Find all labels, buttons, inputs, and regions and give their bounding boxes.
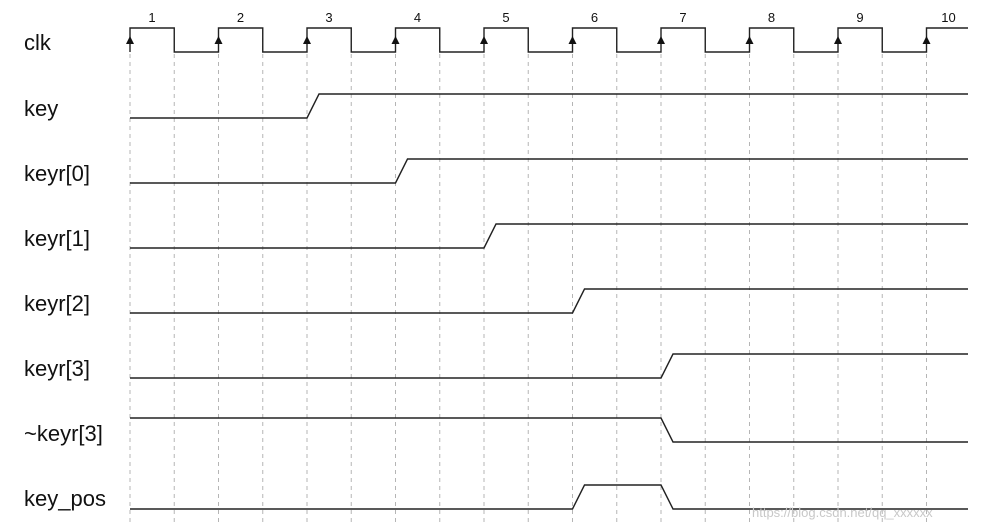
rising-edge-arrow-2 (214, 36, 223, 44)
cycle-label-9: 9 (856, 10, 863, 25)
rising-edge-arrow-6 (568, 36, 577, 44)
watermark-text: https://blog.csdn.net/qq_xxxxxx (752, 505, 933, 520)
signal-waveform-3 (130, 223, 968, 249)
rising-edge-arrow-1 (126, 36, 134, 44)
cycle-guide-lines (129, 30, 927, 523)
signal-label-4: keyr[2] (24, 291, 90, 316)
signal-label-3: keyr[1] (24, 226, 90, 251)
signal-waveform-5 (130, 353, 968, 379)
cycle-label-2: 2 (237, 10, 244, 25)
rising-edge-arrow-4 (391, 36, 400, 44)
rising-edge-arrow-8 (745, 36, 754, 44)
signal-waveform-7 (130, 484, 968, 510)
signal-label-6: ~keyr[3] (24, 421, 103, 446)
signal-label-7: key_pos (24, 486, 106, 511)
signal-waveform-4 (130, 288, 968, 314)
cycle-label-5: 5 (502, 10, 509, 25)
rising-edge-arrow-10 (922, 36, 931, 44)
rising-edge-arrow-9 (834, 36, 842, 44)
rising-edge-arrow-5 (480, 36, 488, 44)
cycle-label-8: 8 (768, 10, 775, 25)
signal-waveform-2 (130, 158, 968, 184)
signal-label-5: keyr[3] (24, 356, 90, 381)
cycle-label-1: 1 (148, 10, 155, 25)
cycle-label-10: 10 (941, 10, 955, 25)
signal-label-clk: clk (24, 30, 52, 55)
clk-waveform (129, 27, 968, 53)
signal-waveform-6 (130, 417, 968, 443)
cycle-label-6: 6 (591, 10, 598, 25)
cycle-label-4: 4 (414, 10, 421, 25)
cycle-label-3: 3 (325, 10, 332, 25)
rising-edge-arrow-7 (657, 36, 665, 44)
signal-label-2: keyr[0] (24, 161, 90, 186)
signal-waveform-1 (130, 93, 968, 119)
signal-labels: clk key keyr[0] keyr[1] keyr[2] keyr[3] ~keyr[… (24, 30, 106, 511)
rising-edge-arrow-3 (303, 36, 311, 44)
signal-waveforms (126, 27, 968, 510)
signal-label-1: key (24, 96, 58, 121)
cycle-label-7: 7 (679, 10, 686, 25)
cycle-number-labels: 1 2 3 4 5 6 7 8 9 10 (148, 10, 955, 25)
